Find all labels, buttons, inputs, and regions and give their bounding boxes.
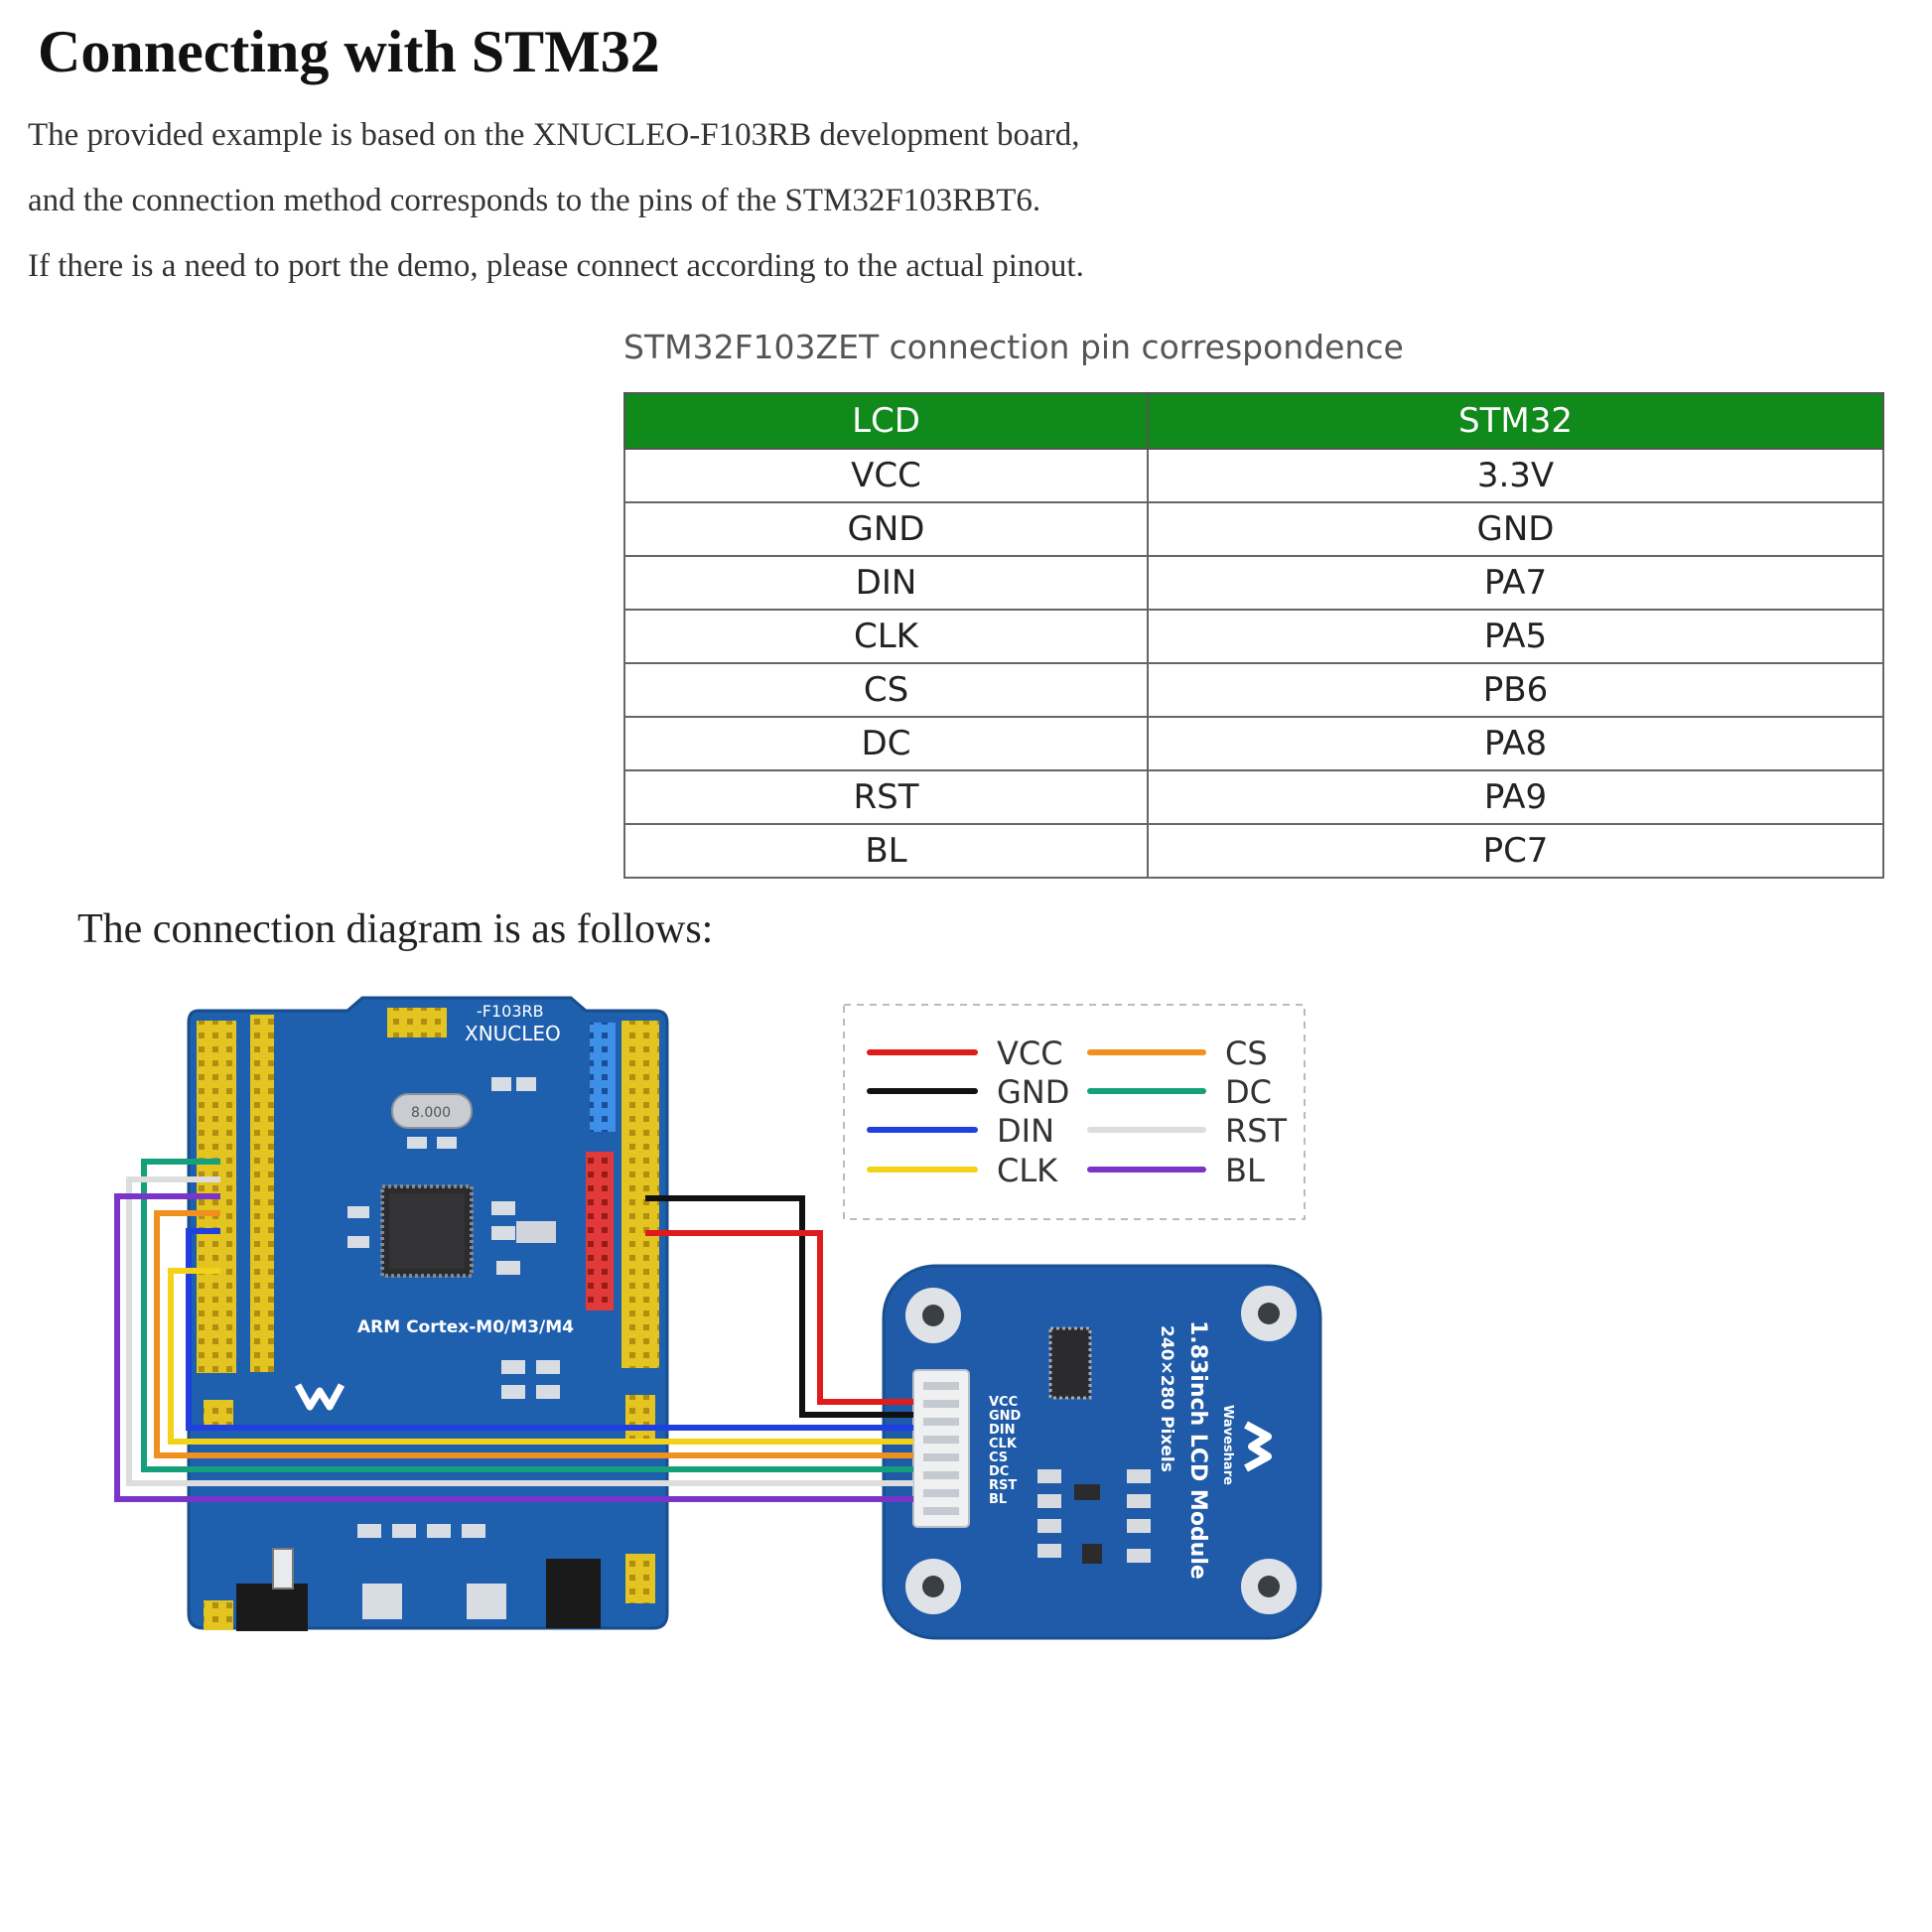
board-core-label: ARM Cortex-M0/M3/M4 — [357, 1317, 574, 1337]
cell-lcd: CLK — [623, 609, 1149, 664]
legend-label-rst: RST — [1225, 1112, 1288, 1150]
power-header — [586, 1152, 614, 1311]
left-inner-header — [250, 1015, 274, 1372]
cell-stm32: PA5 — [1147, 609, 1884, 664]
mount-hole-icon — [905, 1559, 961, 1614]
lcd-pin-gnd: GND — [989, 1409, 1022, 1424]
mount-hole-icon — [905, 1288, 961, 1343]
wire-rst — [126, 1176, 913, 1486]
legend: VCC GND DIN CLK CS DC RST BL — [867, 1035, 1288, 1189]
lcd-driver-chip — [1048, 1326, 1092, 1400]
mount-hole-icon — [1241, 1559, 1297, 1614]
board-brand-label: XNUCLEO — [465, 1022, 561, 1045]
cell-lcd: VCC — [623, 448, 1149, 503]
cell-stm32: PC7 — [1147, 823, 1884, 879]
lcd-pin-dc: DC — [989, 1464, 1009, 1479]
cell-stm32: PA7 — [1147, 555, 1884, 611]
wires — [114, 1159, 913, 1502]
reset-connector — [236, 1584, 308, 1631]
cell-stm32: PA9 — [1147, 769, 1884, 825]
lcd-pin-vcc: VCC — [989, 1395, 1018, 1410]
page-title: Connecting with STM32 — [38, 19, 660, 84]
lcd-module: VCC GND DIN CLK CS DC RST BL 1.83inch LC… — [882, 1264, 1322, 1640]
legend-label-gnd: GND — [997, 1073, 1069, 1111]
legend-label-dc: DC — [1225, 1073, 1272, 1111]
intro-line-3: If there is a need to port the demo, ple… — [28, 248, 1084, 284]
wire-vcc — [645, 1230, 913, 1405]
right-header — [621, 1021, 659, 1368]
lcd-pin-clk: CLK — [989, 1437, 1018, 1451]
intro-line-1: The provided example is based on the XNU… — [28, 117, 1080, 153]
board-model-label: -F103RB — [477, 1002, 544, 1021]
mount-hole-icon — [1241, 1286, 1297, 1341]
wire-gnd — [645, 1195, 913, 1418]
cell-lcd: DIN — [623, 555, 1149, 611]
cell-stm32: PA8 — [1147, 716, 1884, 771]
cell-lcd: CS — [623, 662, 1149, 718]
lcd-brand-label: Waveshare — [1220, 1405, 1235, 1485]
blue-header — [590, 1023, 616, 1132]
header-stm32: STM32 — [1147, 392, 1884, 450]
wire-dc — [141, 1159, 913, 1472]
mcu-chip — [380, 1184, 474, 1278]
cell-lcd: DC — [623, 716, 1149, 771]
lcd-pin-cs: CS — [989, 1450, 1008, 1465]
lcd-pin-labels: VCC GND DIN CLK CS DC RST BL — [989, 1395, 1022, 1507]
cell-stm32: 3.3V — [1147, 448, 1884, 503]
lcd-pin-rst: RST — [989, 1478, 1017, 1493]
waveshare-logo-icon — [294, 1383, 345, 1411]
legend-label-cs: CS — [1225, 1035, 1268, 1072]
board-components — [347, 1077, 560, 1619]
cell-lcd: GND — [623, 501, 1149, 557]
lcd-pin-din: DIN — [989, 1423, 1016, 1438]
lcd-title-label: 1.83inch LCD Module — [1185, 1320, 1210, 1580]
wire-bl — [114, 1193, 913, 1502]
table-header-row: LCD STM32 — [623, 392, 1884, 450]
diagram-caption: The connection diagram is as follows: — [77, 906, 714, 952]
wire-clk — [168, 1268, 913, 1445]
lcd-components — [1037, 1469, 1151, 1564]
intro-line-2: and the connection method corresponds to… — [28, 183, 1041, 218]
wire-din — [186, 1228, 913, 1431]
lcd-pixels-label: 240×280 Pixels — [1157, 1325, 1176, 1472]
waveshare-logo-icon — [1244, 1421, 1272, 1472]
legend-box — [843, 1004, 1306, 1220]
wire-cs — [154, 1210, 913, 1458]
cell-stm32: PB6 — [1147, 662, 1884, 718]
cell-lcd: BL — [623, 823, 1149, 879]
legend-label-vcc: VCC — [997, 1035, 1063, 1072]
header-lcd: LCD — [623, 392, 1149, 450]
legend-label-bl: BL — [1225, 1152, 1265, 1189]
fpc-connector — [912, 1369, 970, 1528]
cell-lcd: RST — [623, 769, 1149, 825]
crystal-label: 8.000 — [411, 1105, 451, 1121]
lcd-pin-bl: BL — [989, 1492, 1007, 1507]
legend-label-clk: CLK — [997, 1152, 1058, 1189]
legend-label-din: DIN — [997, 1112, 1054, 1150]
table-caption: STM32F103ZET connection pin corresponden… — [623, 328, 1404, 366]
xnucleo-board: XNUCLEO -F103RB 8.000 ARM Cortex-M0/M3/M… — [187, 996, 669, 1631]
cell-stm32: GND — [1147, 501, 1884, 557]
dc-jack — [546, 1559, 601, 1628]
